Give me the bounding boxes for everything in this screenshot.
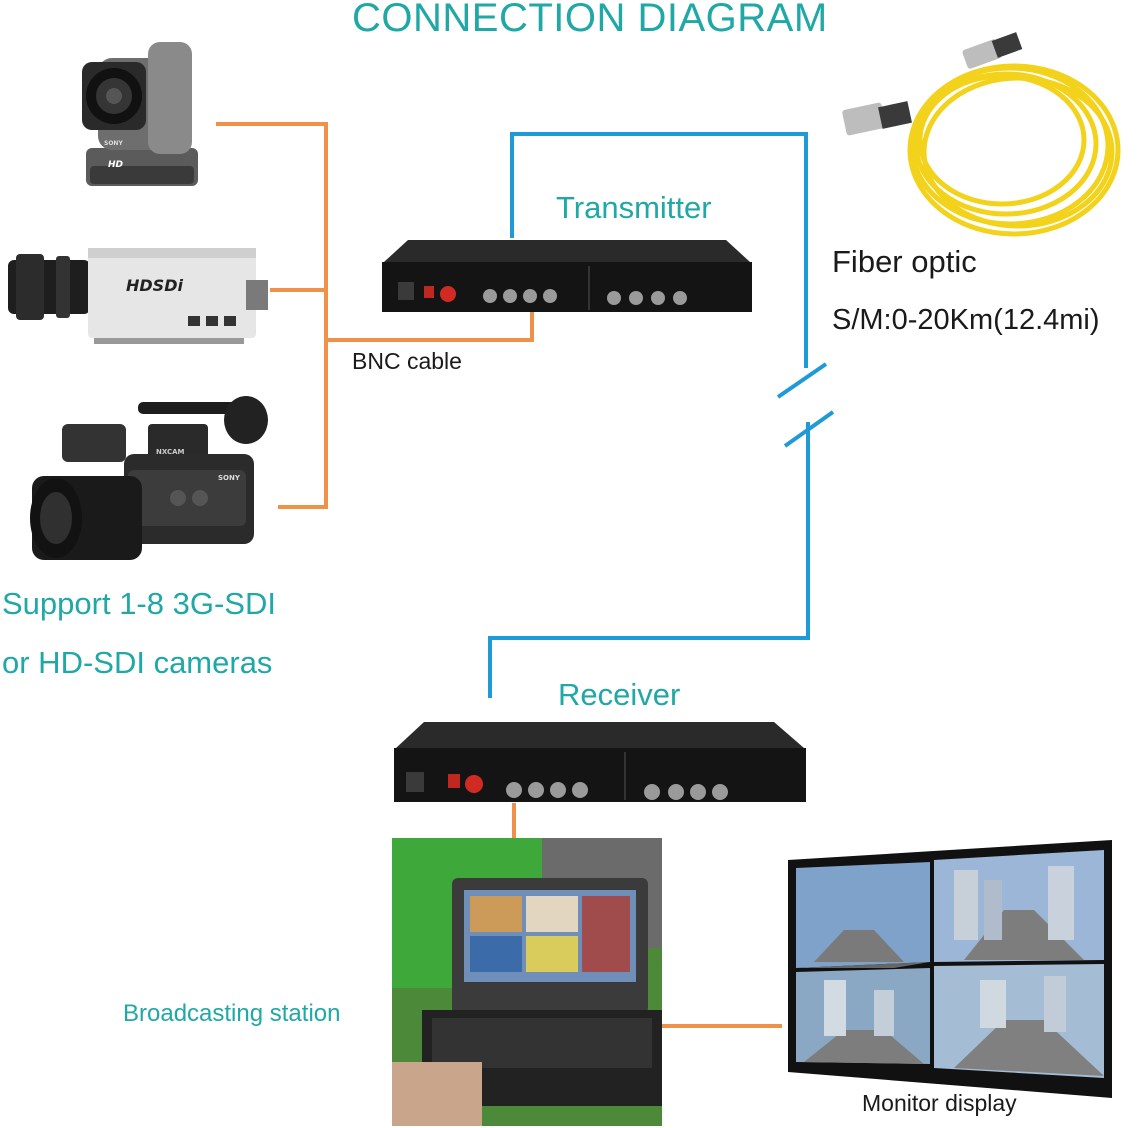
camcorder-icon — [30, 396, 268, 560]
fiber-optic-label: Fiber optic — [832, 244, 977, 279]
fiber-distance-label: S/M:0-20Km(12.4mi) — [832, 304, 1100, 336]
support-text-line2: or HD-SDI cameras — [2, 645, 273, 680]
fiber-optic-cable-icon — [842, 32, 1121, 237]
transmitter-device — [382, 240, 752, 312]
transmitter-label: Transmitter — [556, 190, 712, 225]
monitor-display-image — [788, 840, 1112, 1098]
fiber-line — [488, 132, 835, 698]
monitor-display-label: Monitor display — [862, 1090, 1017, 1116]
camcorder-brand: SONY — [218, 474, 240, 482]
box-camera-icon — [8, 248, 268, 344]
receiver-device — [394, 722, 806, 802]
receiver-label: Receiver — [558, 677, 681, 712]
broadcasting-station-image — [392, 838, 662, 1126]
bnc-wires — [216, 122, 782, 1028]
bnc-cable-label: BNC cable — [352, 348, 462, 374]
camcorder-model: NXCAM — [156, 448, 185, 456]
page-title: CONNECTION DIAGRAM — [352, 0, 828, 40]
ptz-camera-brand: SONY — [104, 140, 123, 147]
box-camera-label: HDSDi — [126, 276, 183, 295]
ptz-camera-icon — [82, 42, 198, 186]
ptz-camera-hd-badge: HD — [108, 160, 124, 170]
broadcasting-station-label: Broadcasting station — [123, 1000, 341, 1027]
support-text-line1: Support 1-8 3G-SDI — [2, 586, 276, 621]
